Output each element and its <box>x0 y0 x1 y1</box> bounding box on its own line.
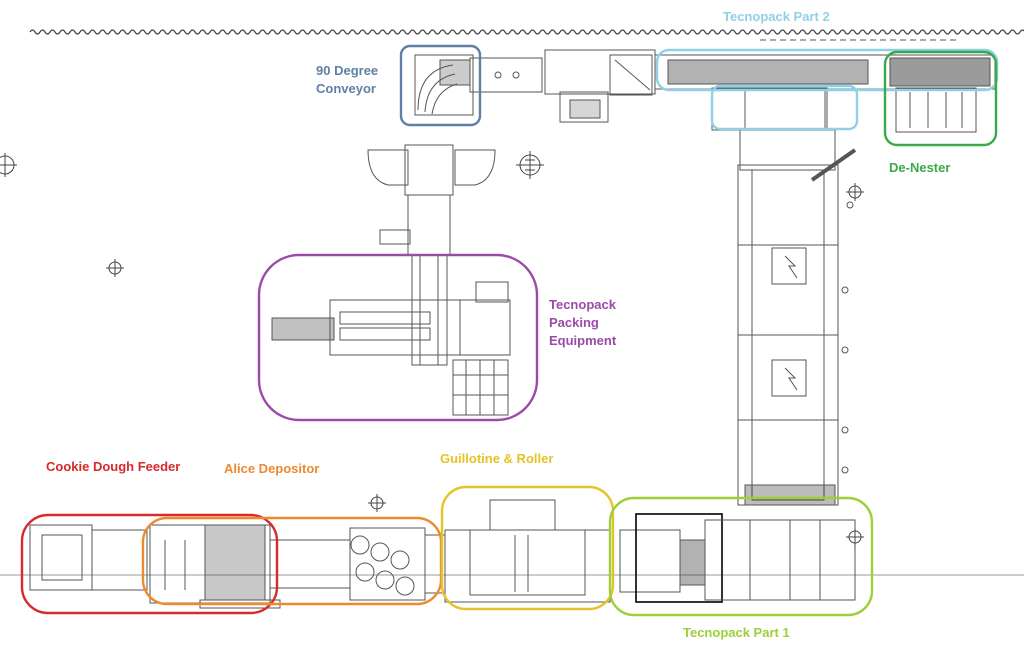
top-conveyor-drawing <box>414 39 996 133</box>
bottom-line-drawing <box>0 499 1024 609</box>
zone-box-tecnopack-part-2-lower <box>710 84 859 131</box>
break-line <box>29 29 1024 35</box>
packing-equipment-drawing <box>271 281 511 416</box>
label-tecnopack-part-2: Tecnopack Part 2 <box>723 9 830 24</box>
label-guillotine-roller: Guillotine & Roller <box>440 451 554 466</box>
label-de-nester: De-Nester <box>889 160 951 175</box>
vertical-conveyor-right <box>737 129 857 506</box>
zone-box-tecnopack-packing-equipment <box>257 253 539 422</box>
label-tecnopack-part-1: Tecnopack Part 1 <box>683 625 790 640</box>
zone-box-cookie-dough-feeder <box>20 513 279 615</box>
label-alice-depositor: Alice Depositor <box>224 461 320 476</box>
zone-box-alice-depositor <box>141 516 443 606</box>
crosshair-marks <box>0 151 864 546</box>
label-cookie-dough-feeder: Cookie Dough Feeder <box>46 459 181 474</box>
zone-box-90-degree-conveyor <box>399 44 482 127</box>
zone-box-tecnopack-part-1 <box>608 496 874 617</box>
zone-box-de-nester <box>883 50 998 147</box>
zone-box-guillotine-roller <box>440 485 615 611</box>
label-tecnopack-packing-equipment: Tecnopack Packing Equipment <box>549 297 617 348</box>
depositor-rollers <box>350 535 415 596</box>
label-90-degree-conveyor: 90 Degree Conveyor <box>316 63 379 96</box>
zone-outlines <box>20 44 999 617</box>
